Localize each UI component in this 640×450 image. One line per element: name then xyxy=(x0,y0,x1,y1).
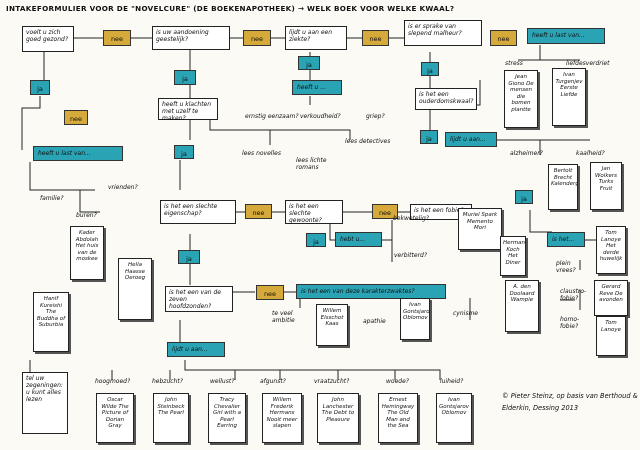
book-reve: Gerard Reve De avonden xyxy=(594,280,628,316)
book-hermans: Willem Frederik Hermans Nooit meer slape… xyxy=(262,393,302,443)
credit-text: © Pieter Steinz, op basis van Berthoud &… xyxy=(502,392,638,412)
question-self: heeft u klachten met uzelf te maken? xyxy=(158,98,218,122)
no-label: nee xyxy=(103,30,131,46)
question-feel-healthy: voelt u zich goed gezond? xyxy=(22,26,74,52)
yes-label: ja xyxy=(420,130,438,144)
suffer-from-box: lijdt u aan... xyxy=(167,342,225,357)
count-blessings-box: tel uw zegeningen: u kunt alles lezen xyxy=(22,372,68,434)
book-wilde: Oscar Wilde The Picture of Dorian Gray xyxy=(96,393,134,443)
option-gluttony: vraatzucht? xyxy=(314,378,350,385)
book-chevalier: Tracy Chevalier Girl with a Pearl Earrin… xyxy=(208,393,246,443)
book-den-doolaard: A. den Doolaard Wampie xyxy=(505,280,539,332)
no-label: nee xyxy=(243,30,271,46)
book-elsschot: Willem Elsschot Kaas xyxy=(316,304,348,346)
diagram-title: INTAKEFORMULIER VOOR DE "NOVELCURE" (DE … xyxy=(6,4,455,13)
suffer-from-box: heeft u last van... xyxy=(33,146,123,161)
option-confession: bekwetelig? xyxy=(393,215,429,222)
option-bitter: verbitterd? xyxy=(394,252,428,259)
book-hemingway: Ernest Hemingway The Old Man and the Sea xyxy=(378,393,418,443)
have-you-box: hebt u... xyxy=(335,232,382,247)
book-gontsjarov-2: Ivan Gontsjarov Oblomov xyxy=(436,393,472,443)
question-old-age: is het een ouderdomskwaal? xyxy=(415,88,477,110)
option-family: familie? xyxy=(40,195,64,202)
option-cold: verkoudheid? xyxy=(300,113,341,120)
option-lust: wellust? xyxy=(210,378,235,385)
yes-label: ja xyxy=(515,190,533,204)
question-bad-trait: is het een slechte eigenschap? xyxy=(160,200,236,224)
question-disease: lijdt u aan een ziekte? xyxy=(285,26,347,50)
question-seven-sins: is het een van de zeven hoofdzonden? xyxy=(165,286,233,312)
option-lonely: ernstig eenzaam? xyxy=(245,113,299,120)
yes-label: ja xyxy=(178,250,200,264)
book-lanchester: John Lanchester The Debt to Pleasure xyxy=(317,393,359,443)
option-agoraphobia: plein vrees? xyxy=(556,260,576,274)
book-kureishi: Hanif Kureishi The Buddha of Suburbia xyxy=(33,292,69,352)
option-neighbours: buren? xyxy=(76,212,97,219)
option-apathy: apathie xyxy=(363,318,386,325)
option-pride: hoogmoed? xyxy=(95,378,131,385)
question-lingering: is er sprake van slepend malheur? xyxy=(404,20,482,46)
question-mental: is uw aandoening geestelijk? xyxy=(152,26,230,50)
book-tom-lanoye: Tom Lanoye Het derde huwelijk xyxy=(596,226,626,274)
option-flu: griep? xyxy=(366,113,385,120)
book-abdolah: Kader Abdolah Het huis van de moskee xyxy=(70,226,104,280)
option-homophobia: homo-fobie? xyxy=(560,316,580,330)
option-greed: hebzucht? xyxy=(152,378,183,385)
yes-label: ja xyxy=(298,56,320,70)
book-haasse: Hella Haasse Oeroeg xyxy=(118,258,152,320)
no-label: nee xyxy=(64,110,88,125)
no-label: nee xyxy=(256,285,284,300)
option-wrath: woede? xyxy=(386,378,409,385)
book-steinbeck: John Steinbeck The Pearl xyxy=(153,393,189,443)
book-giono: Jean Giono De mensen die bomen plantte xyxy=(504,70,538,128)
yes-label: ja xyxy=(30,80,50,95)
suffer-from-box: lijdt u aan... xyxy=(445,132,497,147)
yes-label: ja xyxy=(174,145,194,159)
option-ambition: te veel ambitie xyxy=(272,310,295,324)
option-stress: stress xyxy=(505,60,523,67)
book-lanoye: Tom Lanoye xyxy=(596,316,626,356)
action-novellas: lees novelles xyxy=(242,150,281,157)
yes-label: ja xyxy=(174,70,196,85)
option-sloth: luiheid? xyxy=(440,378,464,385)
question-bad-habit: is het een slechte gewoonte? xyxy=(285,200,343,224)
book-gontsjarov-1: Ivan Gontsjarov Oblomov xyxy=(400,298,430,340)
no-label: nee xyxy=(362,30,389,46)
suffer-from-box: heeft u last van... xyxy=(527,28,605,44)
book-spark: Muriel Spark Memento Mori xyxy=(458,208,502,250)
question-phobia: is het een fobie? xyxy=(410,204,472,220)
option-alzheimer: alzheimer? xyxy=(510,150,543,157)
no-label: nee xyxy=(372,204,398,219)
option-envy: afgunst? xyxy=(260,378,286,385)
action-light-novels: lees lichte romans xyxy=(296,157,327,171)
have-you-box: heeft u ... xyxy=(292,80,342,95)
book-wolkers: Jan Wolkers Turks Fruit xyxy=(590,162,622,210)
option-friends: vrienden? xyxy=(108,184,138,191)
book-brecht: Bertolt Brecht Kalendergeschichten xyxy=(548,164,578,210)
option-cynicism: cynisme xyxy=(453,310,478,317)
is-it-box: is het... xyxy=(547,232,585,247)
option-heartbreak: liefdesverdriet xyxy=(566,60,610,67)
no-label: nee xyxy=(490,30,517,46)
option-baldness: kaalheid? xyxy=(576,150,605,157)
character-weakness-box: is het een van deze karakterzwaktes? xyxy=(296,284,446,299)
book-koch: Herman Koch Het Diner xyxy=(500,236,526,276)
book-turgenev: Ivan Turgenjev Eerste Liefde xyxy=(552,68,586,126)
option-claustrophobia: claustro-fobie? xyxy=(560,288,587,302)
no-label: nee xyxy=(245,204,272,219)
yes-label: ja xyxy=(421,62,439,76)
action-detectives: lees detectives xyxy=(345,138,391,145)
yes-label: ja xyxy=(306,233,326,247)
